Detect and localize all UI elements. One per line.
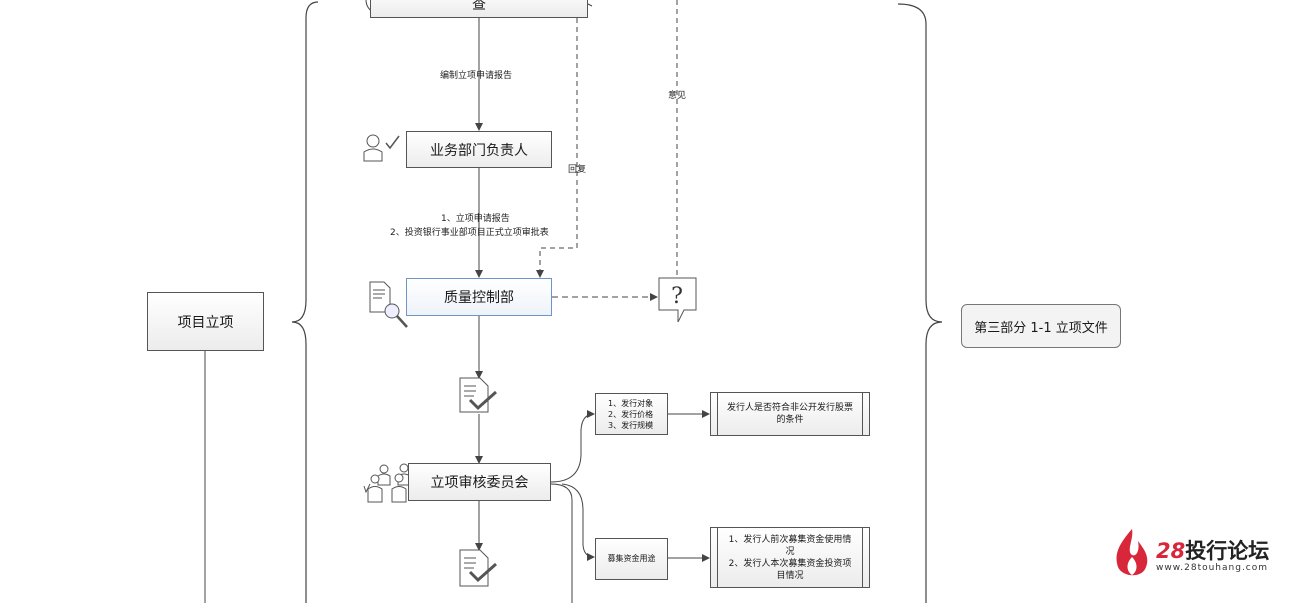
flame-logo-icon [1116, 529, 1148, 576]
watermark-name: 投行论坛 [1185, 539, 1270, 563]
edge-label-reply: 回复 [568, 165, 587, 175]
edge-committee-to-fund [550, 483, 573, 603]
edge-committee-to-fund-branch [561, 483, 595, 561]
issue-items-box: 1、发行对象 2、发行价格 3、发行规模 [595, 393, 668, 435]
edge-label-opinion: 意见 [668, 91, 687, 101]
third-part-box: 第三部分 1-1 立项文件 [961, 304, 1121, 348]
business-head-box: 业务部门负责人 [406, 131, 552, 168]
site-watermark: 28投行论坛 www.28touhang.com [1112, 527, 1282, 579]
edge-label-docs-line2: 2、投资银行事业部项目正式立项审批表 [390, 228, 549, 238]
fund-use-box: 募集资金用途 [595, 538, 668, 580]
group-icon [363, 463, 411, 503]
person-check-icon [363, 134, 400, 162]
left-brace [291, 1, 319, 603]
document-check-icon [459, 377, 497, 413]
right-brace [897, 3, 943, 603]
committee-box: 立项审核委员会 [408, 463, 551, 501]
edge-label-docs-line1: 1、立项申请报告 [441, 214, 510, 224]
watermark-url: www.28touhang.com [1156, 563, 1269, 573]
edge-reply-dashed [536, 0, 578, 278]
document-check-icon-2 [459, 549, 497, 587]
edge-label-prepare-report: 编制立项申请报告 [440, 71, 513, 81]
document-search-icon [369, 281, 408, 328]
top-process-box: 查 [370, 0, 588, 18]
svg-text:?: ? [671, 284, 683, 309]
edge-committee-to-issue [550, 410, 595, 483]
quality-control-box: 质量控制部 [406, 278, 552, 316]
issue-condition-box: 发行人是否符合非公开发行股票的条件 [710, 392, 870, 436]
watermark-number: 28 [1156, 539, 1186, 563]
fund-detail-box: 1、发行人前次募集资金使用情况 2、发行人本次募集资金投资项目情况 [710, 527, 870, 588]
project-setup-box: 项目立项 [147, 292, 264, 351]
question-callout-icon: ? [658, 277, 697, 323]
watermark-title: 28投行论坛 [1156, 535, 1269, 565]
